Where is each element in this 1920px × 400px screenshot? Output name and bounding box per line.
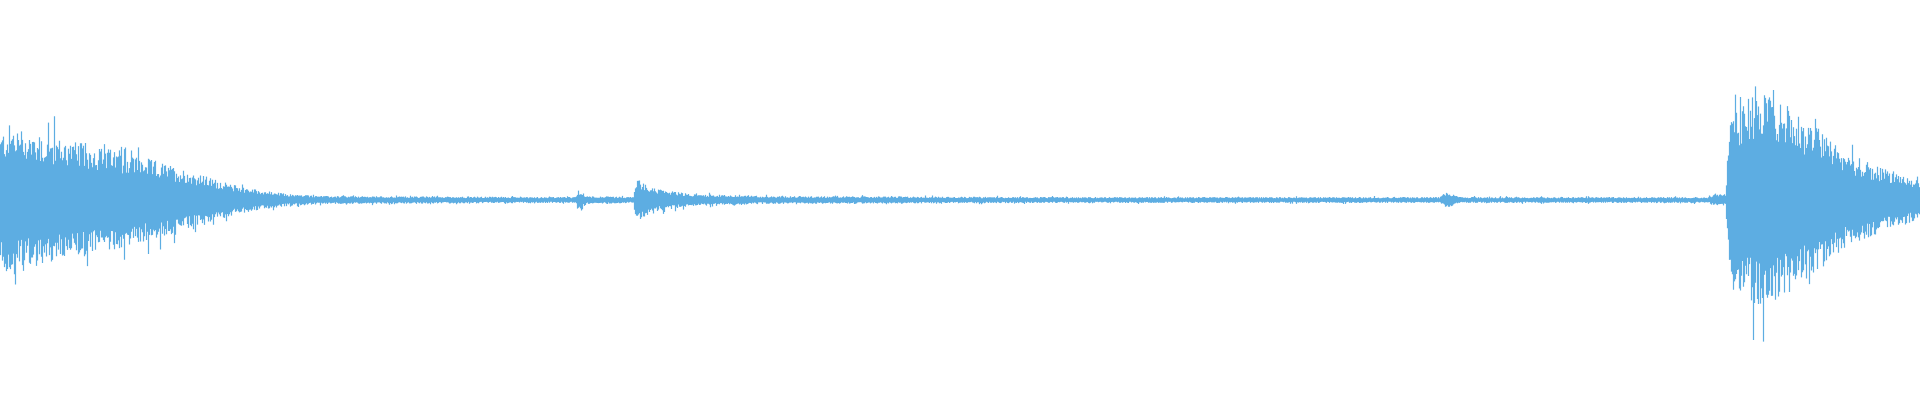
waveform-trace xyxy=(0,86,1920,342)
